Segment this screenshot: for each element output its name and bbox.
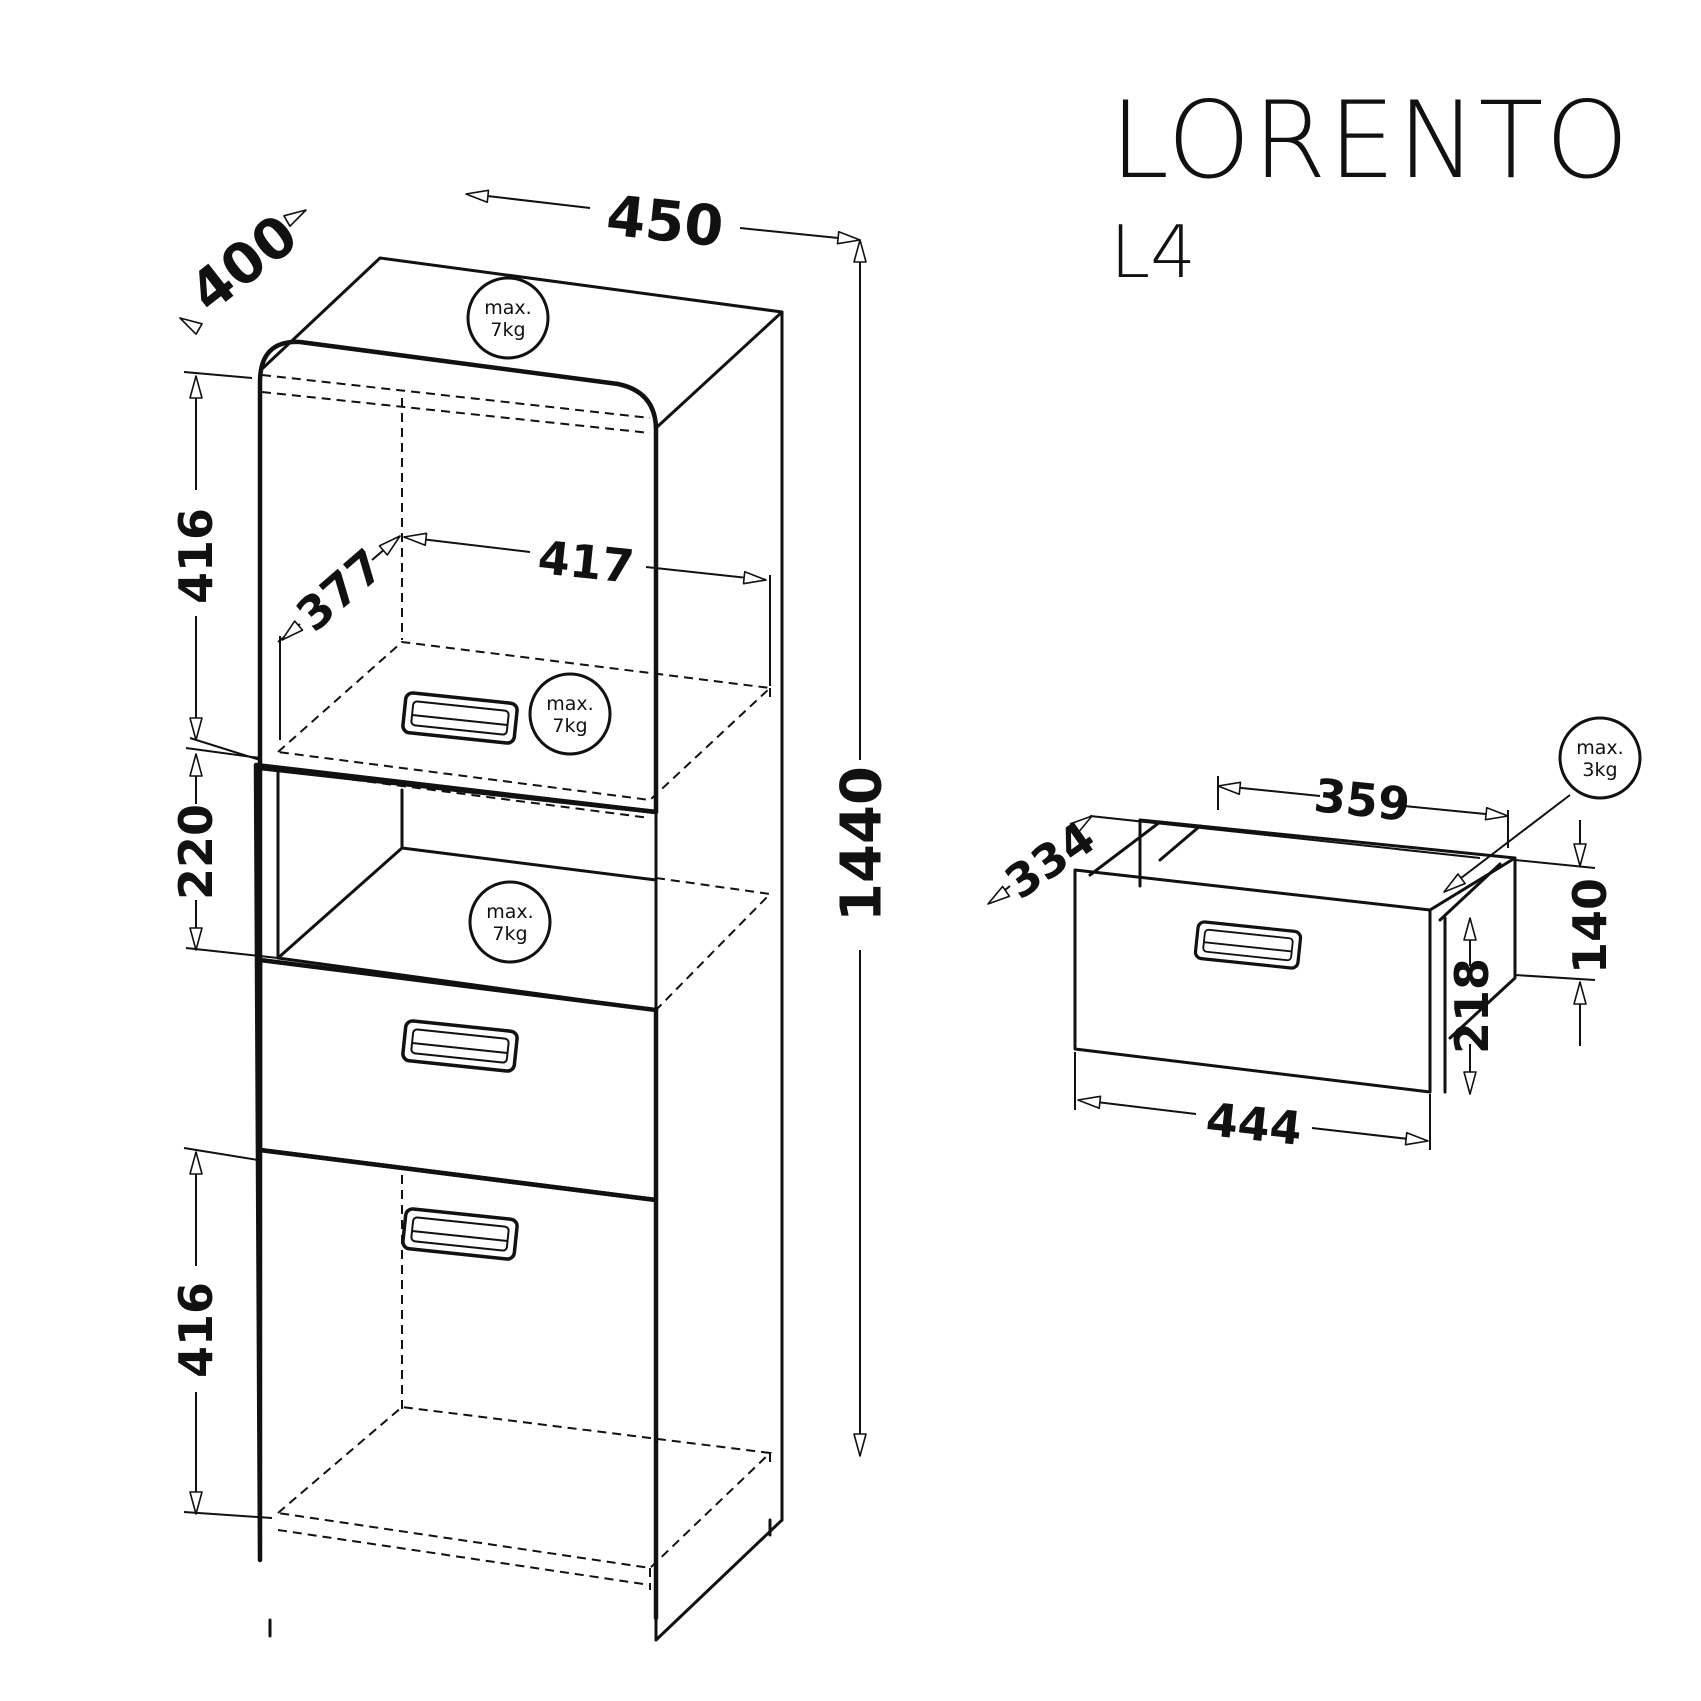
drawer-load-badge-line2: 3kg [1582, 759, 1617, 781]
open-shelf-interior [276, 788, 658, 960]
dimension-height-label: 1440 [830, 766, 895, 922]
dimension-height: 1440 [830, 239, 895, 1457]
title-block: LORENTO L4 [1110, 79, 1631, 294]
load-badge-shelf-line2: 7kg [552, 715, 587, 737]
dimension-drawer-inner-width: 359 [1216, 768, 1510, 848]
dimension-drawer-front-width: 444 [1074, 1052, 1431, 1156]
dimension-open-shelf: 220 [169, 747, 279, 959]
model-code: L4 [1110, 210, 1196, 294]
dimension-drawer-front-height: 218 [1445, 917, 1499, 1095]
load-badge-open-shelf-line2: 7kg [492, 923, 527, 945]
drawer-body [1073, 818, 1517, 1094]
load-badge-open-shelf-line1: max. [486, 901, 533, 923]
dimension-depth: 400 [176, 202, 310, 335]
dimension-drawer-front-height-label: 218 [1445, 958, 1499, 1054]
drawer-handle-lower [400, 1206, 520, 1262]
load-badge-shelf: max. 7kg [528, 672, 612, 756]
dimension-inner-depth: 377 [277, 530, 405, 740]
drawer-handle-upper [400, 1018, 520, 1074]
dimension-inner-width-label: 417 [535, 530, 636, 594]
dimension-drawer-inner-width-label: 359 [1311, 768, 1412, 832]
dimension-bottom-section-label: 416 [169, 1282, 223, 1378]
door-handle [400, 690, 520, 746]
dimension-drawer-inner-depth-label: 334 [995, 810, 1105, 909]
load-badge-top-line1: max. [484, 297, 531, 319]
dimension-width: 450 [464, 184, 862, 261]
dimension-drawer-side-height: 140 [1514, 820, 1617, 1046]
drawer-load-badge: max. 3kg [1558, 716, 1642, 800]
drawer-detail-handle [1193, 919, 1303, 971]
load-badge-top: max. 7kg [466, 276, 550, 360]
dimension-top-section: 416 [169, 371, 261, 761]
load-badge-shelf-line1: max. [546, 693, 593, 715]
dimension-drawer-front-width-label: 444 [1203, 1092, 1304, 1156]
brand-name: LORENTO [1110, 79, 1631, 202]
dimension-drawer-side-height-label: 140 [1563, 878, 1617, 974]
load-badge-top-line2: 7kg [490, 319, 525, 341]
dimension-open-shelf-label: 220 [169, 804, 223, 900]
load-badge-open-shelf: max. 7kg [468, 880, 552, 964]
drawer-load-pointer [1439, 794, 1571, 898]
dimension-inner-width: 417 [402, 530, 771, 686]
drawer-load-badge-line1: max. [1576, 737, 1623, 759]
dimension-bottom-section: 416 [169, 1147, 273, 1519]
dimension-top-section-label: 416 [169, 508, 223, 604]
cabinet-body [253, 256, 784, 1642]
dimension-width-label: 450 [603, 184, 726, 261]
dimension-inner-depth-label: 377 [286, 538, 394, 642]
